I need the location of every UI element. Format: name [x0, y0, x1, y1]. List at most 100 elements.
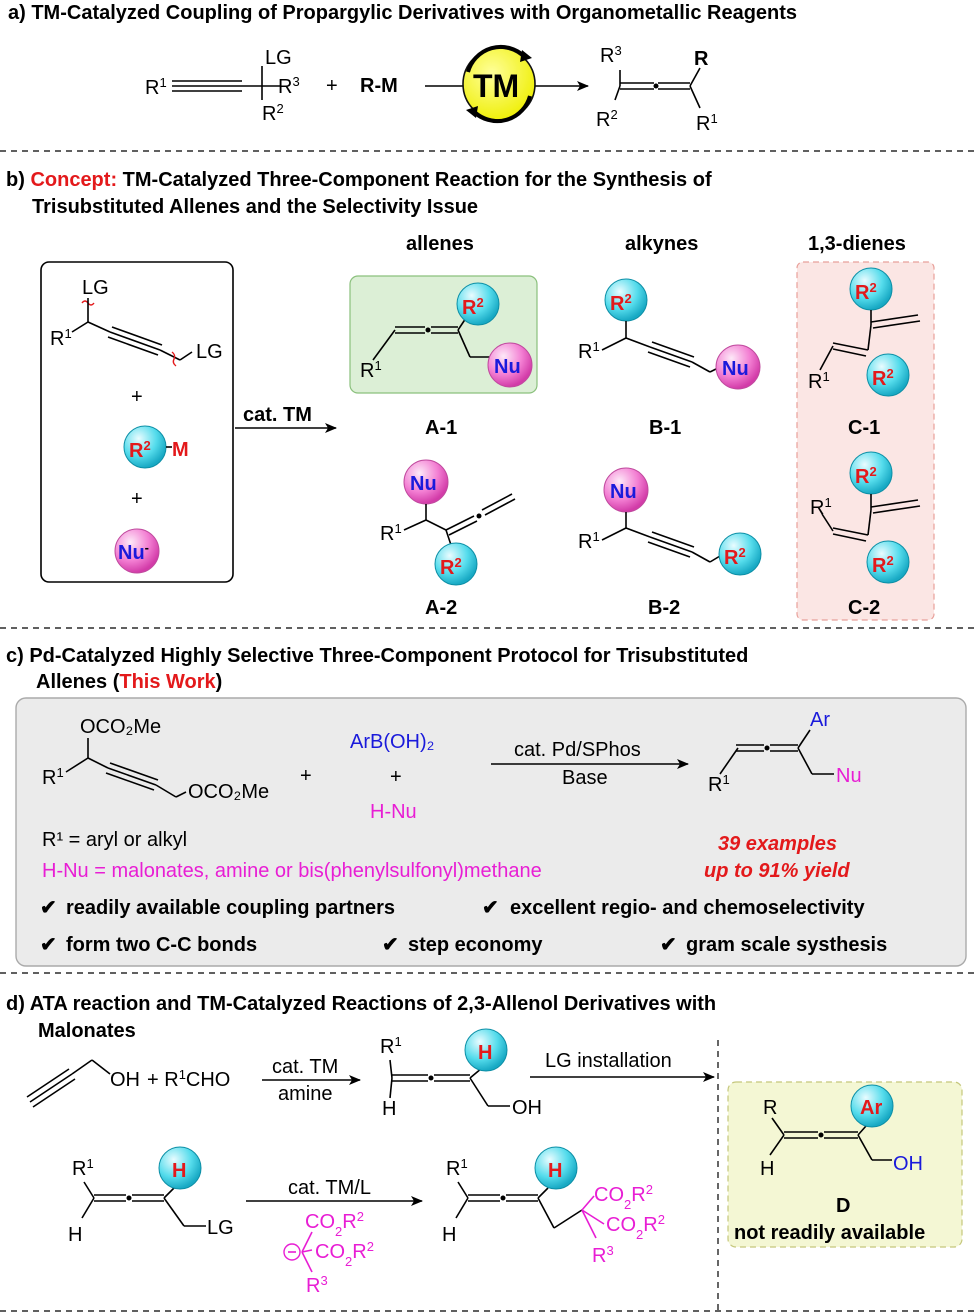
nucleophile-ball — [114, 528, 160, 574]
svg-text:R1: R1 — [72, 1156, 94, 1181]
diene-c2: R2 R1 R2 — [810, 451, 921, 584]
svg-text:amine: amine — [278, 1083, 332, 1105]
feature-item: step economy — [408, 934, 543, 956]
section-b-title-line2: Trisubstituted Allenes and the Selectivi… — [32, 196, 478, 218]
check-icon: ✔ — [40, 934, 57, 956]
svg-text:H: H — [548, 1160, 562, 1182]
allene-product-a: R3 R2 R R1 — [596, 43, 718, 136]
conditions-top: cat. Pd/SPhos — [514, 739, 641, 761]
lg-label: LG — [265, 47, 292, 69]
column-dienes: 1,3-dienes — [808, 233, 906, 255]
hnu-definition: H-Nu = malonates, amine or bis(phenylsul… — [42, 860, 542, 882]
r2-label: R2 — [262, 101, 284, 126]
section-d-title-line2: Malonates — [38, 1020, 136, 1042]
yield-note: up to 91% yield — [704, 860, 850, 882]
product-nu: Nu — [836, 765, 862, 787]
svg-text:cat. TM: cat. TM — [272, 1056, 338, 1078]
svg-text:cat. TM/L: cat. TM/L — [288, 1177, 371, 1199]
svg-text:CO2R2: CO2R2 — [315, 1239, 374, 1269]
label-b1: B-1 — [649, 417, 681, 439]
section-b-title-line1: b) Concept: TM-Catalyzed Three-Component… — [6, 169, 712, 191]
concept-arrow-label: cat. TM — [243, 404, 312, 426]
svg-text:+: + — [390, 766, 402, 788]
allene-product-c: R1 Ar Nu — [708, 709, 862, 796]
svg-text:R1: R1 — [380, 521, 402, 546]
svg-text:R: R — [763, 1097, 777, 1119]
propargyl-alcohol: OH — [26, 1059, 140, 1108]
svg-text:LG: LG — [196, 341, 223, 363]
feature-list: ✔ readily available coupling partners ✔ … — [40, 897, 887, 956]
svg-text:CO2R2: CO2R2 — [606, 1212, 665, 1242]
malonate-product: R1 H CO2R2 CO2R2 R3 H — [442, 1146, 665, 1267]
section-c-title-line2: Allenes (This Work) — [36, 671, 222, 693]
check-icon: ✔ — [660, 934, 677, 956]
svg-text:Nu: Nu — [722, 358, 749, 380]
tm-label: TM — [473, 68, 519, 104]
metal-label: M — [172, 439, 189, 461]
product-d-box — [727, 1081, 963, 1248]
allenol-d: R H OH Ar — [760, 1084, 923, 1180]
propargylic-substrate: R1 LG R3 R2 — [145, 47, 300, 125]
svg-text:LG: LG — [207, 1217, 234, 1239]
aldehyde: + R1CHO — [147, 1067, 230, 1092]
reactant-box — [40, 261, 234, 583]
alkyne-b1: R2 R1 Nu — [578, 278, 761, 390]
feature-item: excellent regio- and chemoselectivity — [510, 897, 865, 919]
label-d: D — [836, 1195, 850, 1217]
section-a: a) TM-Catalyzed Coupling of Propargylic … — [8, 2, 797, 135]
svg-text:H: H — [442, 1224, 456, 1246]
ocoome-top: OCO₂Me — [80, 716, 161, 738]
svg-text:LG: LG — [82, 277, 109, 299]
check-icon: ✔ — [482, 897, 499, 919]
allenyl-lg-substrate: R1 H LG H — [68, 1146, 234, 1246]
svg-text:OH: OH — [893, 1153, 923, 1175]
svg-text:CO2R2: CO2R2 — [305, 1209, 364, 1239]
organometallic-reagent: R-M — [360, 75, 398, 97]
alkyne-b2: Nu R1 R2 — [578, 467, 762, 576]
r1-label: R1 — [145, 75, 167, 100]
allene-a2: Nu R1 R2 — [380, 459, 516, 586]
allene-a1: R1 R2 Nu — [360, 282, 533, 388]
boronic-acid: ArB(OH)₂ — [350, 731, 434, 753]
allenol-product: R1 H OH H — [380, 1028, 542, 1120]
ocoome-right: OCO₂Me — [188, 781, 269, 803]
svg-text:R2: R2 — [596, 107, 618, 132]
this-work-box — [15, 697, 967, 967]
feature-item: gram scale systhesis — [686, 934, 887, 956]
svg-text:H: H — [478, 1042, 492, 1064]
svg-text:OH: OH — [110, 1069, 140, 1091]
label-c1: C-1 — [848, 417, 880, 439]
svg-text:R1: R1 — [578, 339, 600, 364]
svg-text:H: H — [382, 1098, 396, 1120]
svg-text:R1: R1 — [380, 1034, 402, 1059]
label-a2: A-2 — [425, 597, 457, 619]
section-d: d) ATA reaction and TM-Catalyzed Reactio… — [6, 993, 963, 1313]
svg-text:R1: R1 — [696, 111, 718, 136]
svg-text:Nu: Nu — [610, 481, 637, 503]
svg-text:CO2R2: CO2R2 — [594, 1182, 653, 1212]
svg-text:R1: R1 — [578, 529, 600, 554]
conditions-bottom: Base — [562, 767, 608, 789]
svg-text:+: + — [131, 488, 143, 510]
plus-sign: + — [326, 75, 338, 97]
label-a1: A-1 — [425, 417, 457, 439]
examples-count: 39 examples — [718, 833, 837, 855]
svg-text:Nu-: Nu- — [118, 540, 149, 565]
dienes-box — [796, 261, 935, 621]
product-ar: Ar — [810, 709, 830, 731]
feature-item: form two C-C bonds — [66, 934, 257, 956]
svg-text:LG installation: LG installation — [545, 1050, 672, 1072]
label-b2: B-2 — [648, 597, 680, 619]
svg-text:R: R — [694, 48, 709, 70]
svg-text:Nu: Nu — [410, 473, 437, 495]
section-a-title: a) TM-Catalyzed Coupling of Propargylic … — [8, 2, 797, 24]
malonate-anion: CO2R2 CO2R2 R3 — [283, 1209, 374, 1297]
svg-text:H: H — [68, 1224, 82, 1246]
svg-text:+: + — [131, 386, 143, 408]
bis-lg-substrate: LG R1 LG — [50, 277, 223, 367]
svg-text:+: + — [300, 765, 312, 787]
label-c2: C-2 — [848, 597, 880, 619]
check-icon: ✔ — [382, 934, 399, 956]
h-nu: H-Nu — [370, 801, 417, 823]
